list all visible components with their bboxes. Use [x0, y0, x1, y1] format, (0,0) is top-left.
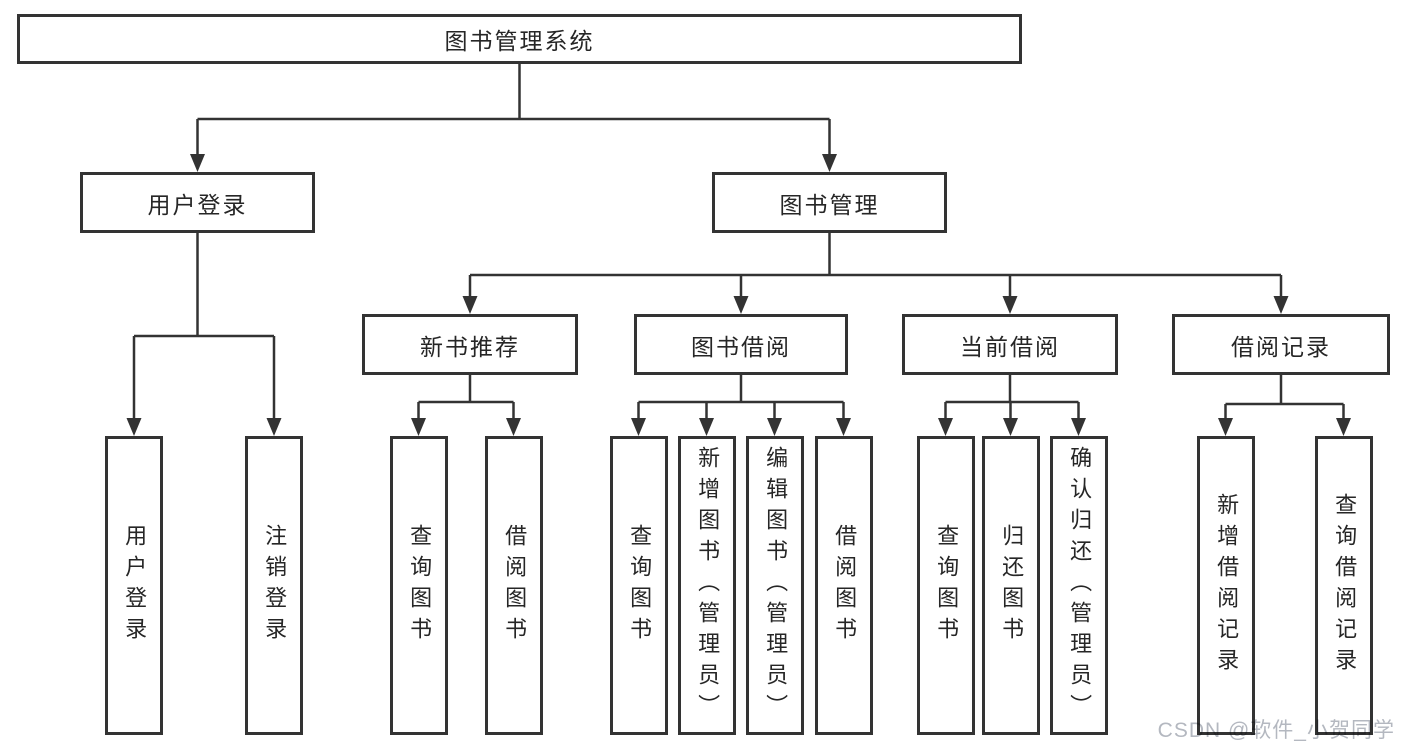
- node-user-login: 用户登录: [80, 172, 315, 233]
- node-label: 用户登录: [122, 523, 148, 648]
- node-label: 注销登录: [262, 523, 288, 648]
- node-label: 借阅记录: [1231, 333, 1331, 360]
- node-label: 图书管理系统: [444, 28, 595, 54]
- node-leaf-cb-confirm-return-admin: 确认归还（管理员）: [1050, 436, 1108, 735]
- node-label: 查询图书: [407, 523, 433, 648]
- node-leaf-user-login: 用户登录: [105, 436, 163, 735]
- node-label: 新增图书（管理员）: [695, 446, 721, 725]
- node-label: 查询图书: [627, 523, 653, 648]
- csdn-watermark: CSDN @软件_小贺同学: [1157, 719, 1395, 742]
- node-leaf-logout: 注销登录: [245, 436, 303, 735]
- node-label: 归还图书: [999, 523, 1025, 648]
- node-leaf-bb-borrow-books: 借阅图书: [815, 436, 873, 735]
- node-label: 当前借阅: [960, 333, 1060, 360]
- node-leaf-cb-return-books: 归还图书: [982, 436, 1040, 735]
- node-label: 查询借阅记录: [1332, 492, 1358, 679]
- node-leaf-bb-add-books-admin: 新增图书（管理员）: [678, 436, 736, 735]
- node-label: 图书管理: [779, 191, 880, 218]
- node-new-book-recommend: 新书推荐: [362, 314, 578, 375]
- node-leaf-nb-query-books: 查询图书: [390, 436, 448, 735]
- node-label: 新书推荐: [420, 333, 520, 360]
- node-label: 用户登录: [147, 191, 248, 218]
- node-leaf-bb-query-books: 查询图书: [610, 436, 668, 735]
- node-leaf-br-query-record: 查询借阅记录: [1315, 436, 1373, 735]
- node-leaf-nb-borrow-books: 借阅图书: [485, 436, 543, 735]
- node-label: 查询图书: [934, 523, 960, 648]
- node-leaf-cb-query-books: 查询图书: [917, 436, 975, 735]
- node-book-management: 图书管理: [712, 172, 947, 233]
- node-current-borrow: 当前借阅: [902, 314, 1118, 375]
- node-label: 借阅图书: [832, 523, 858, 648]
- node-book-borrow: 图书借阅: [634, 314, 848, 375]
- node-label: 新增借阅记录: [1214, 492, 1240, 679]
- node-label: 确认归还（管理员）: [1067, 446, 1093, 725]
- node-leaf-bb-edit-books-admin: 编辑图书（管理员）: [746, 436, 804, 735]
- node-root: 图书管理系统: [17, 14, 1022, 64]
- node-leaf-br-add-record: 新增借阅记录: [1197, 436, 1255, 735]
- node-label: 编辑图书（管理员）: [763, 446, 789, 725]
- node-label: 借阅图书: [502, 523, 528, 648]
- node-borrow-record: 借阅记录: [1172, 314, 1390, 375]
- node-label: 图书借阅: [691, 333, 791, 360]
- arrowheads: [126, 154, 1351, 436]
